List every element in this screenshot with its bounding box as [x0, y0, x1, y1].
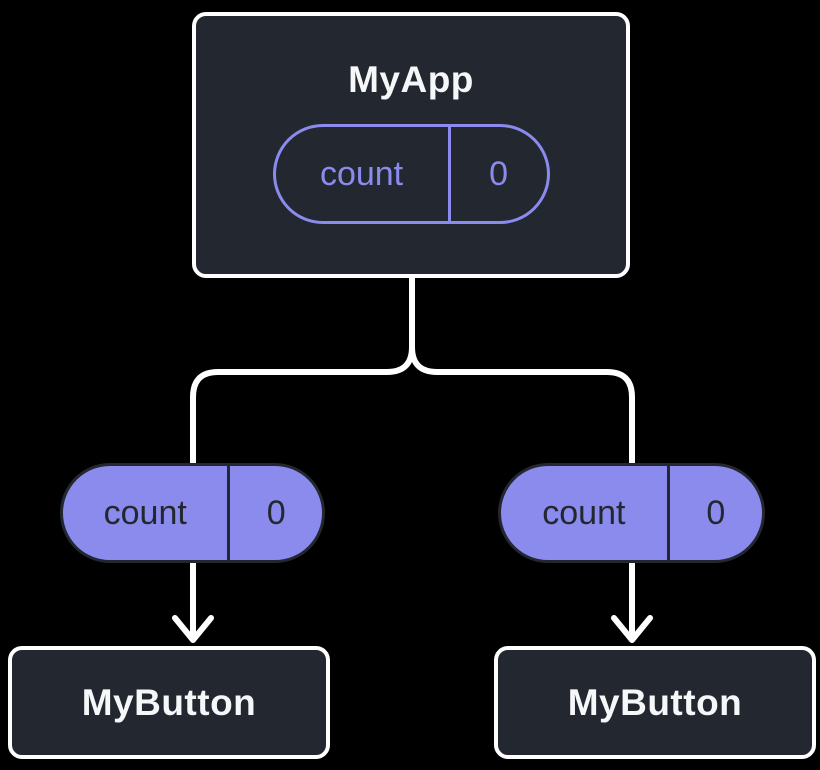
state-pill: count 0 — [272, 124, 550, 224]
prop-value: 0 — [706, 493, 726, 532]
component-node-mybutton-right: MyButton — [494, 646, 816, 759]
prop-pill-left: count 0 — [60, 463, 325, 563]
component-node-myapp: MyApp count 0 — [192, 12, 630, 278]
component-title: MyApp — [348, 59, 474, 100]
state-value: 0 — [489, 154, 508, 193]
component-title: MyButton — [567, 681, 743, 723]
edge-root-to-left-pill — [190, 275, 415, 466]
prop-name: count — [501, 466, 670, 560]
arrow-left-head-icon — [172, 615, 214, 643]
component-node-mybutton-left: MyButton — [8, 646, 330, 759]
state-name: count — [276, 127, 451, 221]
prop-name: count — [63, 466, 231, 560]
component-title: MyButton — [81, 681, 257, 723]
arrow-right-head-icon — [611, 615, 653, 643]
prop-pill-right: count 0 — [498, 463, 765, 563]
prop-value: 0 — [266, 493, 286, 532]
edge-root-to-right-pill — [409, 344, 635, 466]
